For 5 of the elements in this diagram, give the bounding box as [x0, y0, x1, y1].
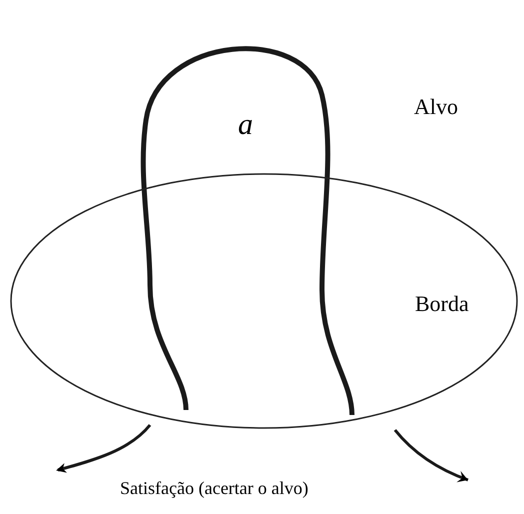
object-letter: a: [238, 108, 253, 142]
target-label: Alvo: [414, 94, 458, 120]
caption-text: Satisfação (acertar o alvo): [120, 478, 308, 499]
region-label: Borda: [415, 291, 469, 317]
ellipse: [10, 173, 518, 429]
